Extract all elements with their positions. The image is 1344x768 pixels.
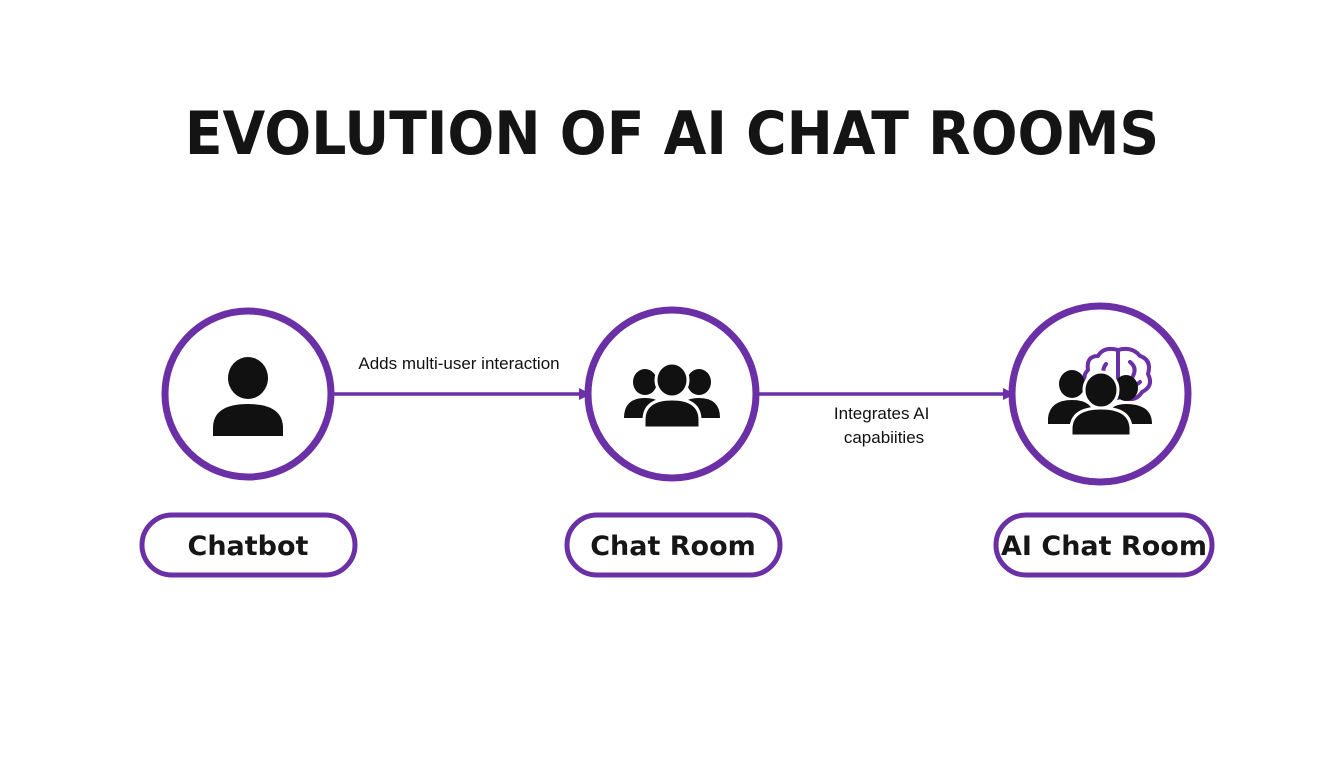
- node-chatbot: Chatbot: [139, 307, 358, 578]
- node-chat-room: Chat Room: [564, 306, 783, 578]
- page-title: EVOLUTION OF AI CHAT ROOMS: [184, 99, 1160, 169]
- edge-label-chatbot-to-chat-room: Adds multi-user interaction: [358, 354, 559, 373]
- user-group-icon: [624, 361, 720, 430]
- node-ai-chat-room: AI Chat Room: [993, 302, 1215, 578]
- node-label-pill: [564, 512, 783, 578]
- user-group-icon: [1048, 370, 1152, 438]
- edge-label-chat-room-to-ai-chat-room: Integrates AI capabiities: [834, 404, 934, 447]
- node-label-pill: [993, 512, 1215, 578]
- node-label-ai-chat-room: AI Chat Room: [1001, 531, 1207, 562]
- node-label-chatbot: Chatbot: [188, 531, 309, 562]
- node-label-pill: [139, 512, 358, 578]
- node-label-chat-room: Chat Room: [590, 531, 756, 562]
- single-user-icon: [213, 357, 283, 436]
